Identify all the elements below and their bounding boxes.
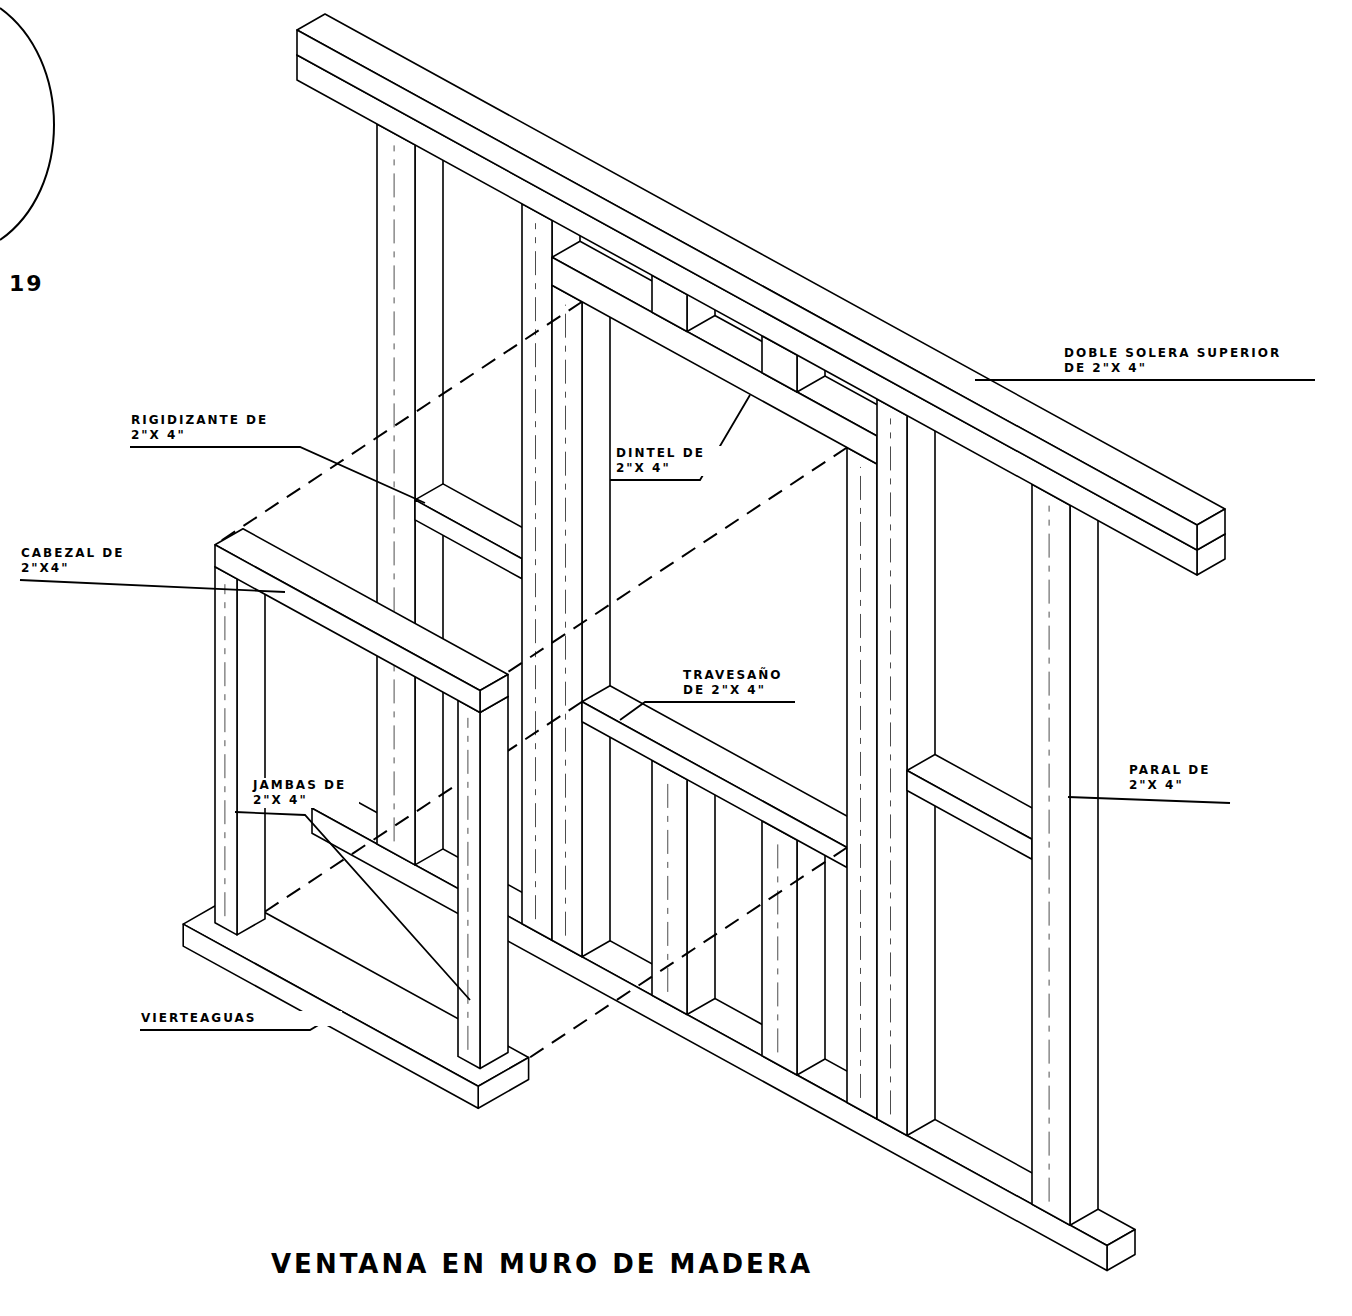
- assembly-dash-line: [215, 702, 582, 945]
- member-face: [480, 675, 508, 713]
- leader-line: [620, 702, 795, 720]
- leader-line: [235, 812, 470, 1000]
- member-face: [797, 824, 825, 1075]
- wood-grain: [394, 145, 395, 841]
- member-face: [415, 500, 522, 579]
- timber-member: [458, 684, 508, 1068]
- wood-grain: [467, 718, 468, 1050]
- member-face: [215, 567, 237, 935]
- wood-grain: [890, 418, 891, 1114]
- member-face: [237, 563, 265, 935]
- member-face: [877, 399, 907, 1136]
- part-label: 19: [8, 270, 45, 298]
- wood-grain: [777, 841, 778, 1052]
- part-label: JAMBAS DE 2"X 4": [252, 778, 359, 808]
- member-face: [297, 14, 1225, 525]
- drawing-title: VENTANA EN MURO DE MADERA: [270, 1248, 814, 1281]
- member-face: [762, 821, 797, 1075]
- part-label: CABEZAL DE 2"X4": [20, 546, 142, 576]
- timber-member: [1032, 468, 1098, 1225]
- wood-grain: [224, 584, 225, 916]
- timber-member: [215, 551, 265, 935]
- timber-member: [215, 529, 508, 713]
- member-face: [215, 545, 480, 713]
- leader-line: [975, 379, 1315, 381]
- member-face: [582, 686, 875, 848]
- member-face: [480, 697, 508, 1069]
- member-face: [687, 764, 715, 1015]
- member-face: [215, 529, 508, 691]
- member-face: [847, 448, 877, 1120]
- leader-line: [130, 447, 425, 503]
- part-label: DINTEL DE 2"X 4": [615, 446, 722, 476]
- member-face: [582, 702, 847, 868]
- member-face: [552, 285, 582, 957]
- member-face: [1107, 1230, 1135, 1271]
- wood-grain: [1049, 506, 1050, 1202]
- member-face: [297, 30, 1197, 550]
- wood-grain: [565, 305, 566, 936]
- member-face: [1070, 489, 1098, 1225]
- member-face: [1032, 484, 1070, 1225]
- assembly-dash-line: [480, 848, 847, 1091]
- wood-grain: [535, 223, 536, 919]
- member-face: [907, 771, 1032, 860]
- framing-drawing: [183, 14, 1225, 1271]
- part-label: DOBLE SOLERA SUPERIOR DE 2"X 4": [1063, 346, 1297, 376]
- part-label: RIGIDIZANTE DE 2"X 4": [130, 413, 282, 443]
- wood-grain: [860, 467, 861, 1098]
- part-label: PARAL DE 2"X 4": [1128, 763, 1225, 793]
- timber-member: [582, 686, 875, 868]
- member-face: [458, 700, 480, 1068]
- member-face: [652, 760, 687, 1014]
- leader-line: [610, 395, 750, 480]
- member-face: [1197, 509, 1225, 550]
- leader-line: [1068, 797, 1230, 803]
- timber-member: [552, 269, 610, 957]
- member-face: [522, 204, 552, 941]
- assembly-dash-line: [480, 448, 847, 691]
- wood-grain: [667, 781, 668, 992]
- part-label: VIERTEAGUAS: [140, 1011, 342, 1026]
- part-label: TRAVESAÑO DE 2"X 4": [682, 668, 796, 698]
- page-circle-arc: [0, 8, 54, 240]
- member-face: [377, 124, 415, 865]
- timber-member: [297, 14, 1225, 550]
- leader-line: [20, 580, 285, 592]
- member-face: [297, 55, 1197, 575]
